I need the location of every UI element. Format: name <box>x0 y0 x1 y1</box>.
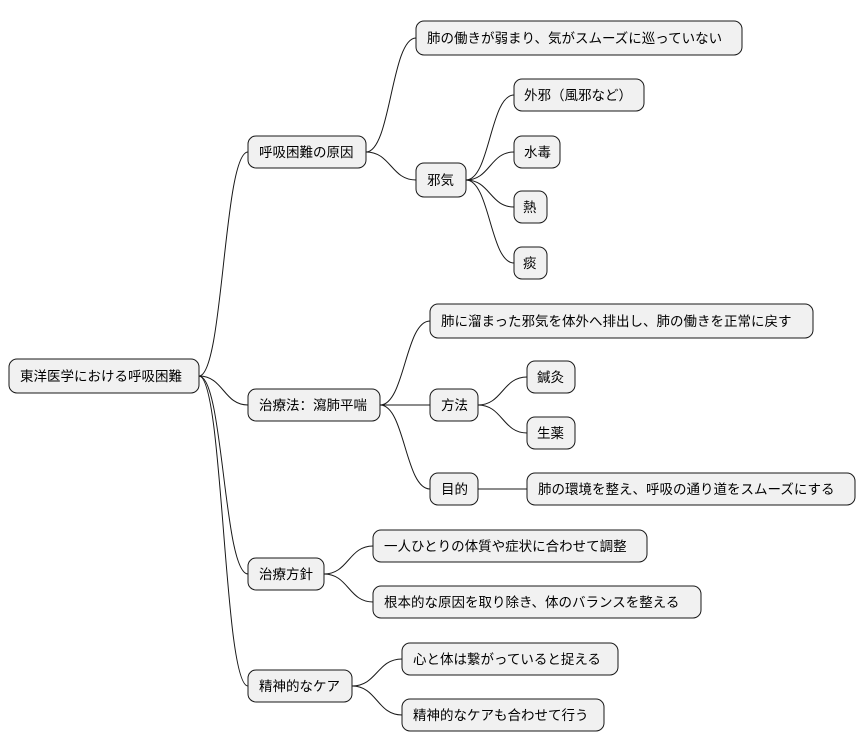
svg-text:方法: 方法 <box>441 398 468 414</box>
svg-text:心と体は繋がっていると捉える: 心と体は繋がっていると捉える <box>413 652 601 668</box>
svg-text:水毒: 水毒 <box>524 145 551 161</box>
node-treatment-policy: 治療方針 <box>247 557 325 591</box>
svg-text:精神的なケア: 精神的なケア <box>259 679 340 695</box>
connector-policy-individual <box>323 545 374 575</box>
node-mind-body: 心と体は繋がっていると捉える <box>401 642 619 676</box>
connector-causes-lung-qi <box>365 37 417 153</box>
connector-evil-qi <box>365 151 417 181</box>
node-treatment: 治療法：瀉肺平喘 <box>247 388 381 422</box>
svg-text:肺の働きが弱まり、気がスムーズに巡っていない: 肺の働きが弱まり、気がスムーズに巡っていない <box>427 31 722 47</box>
svg-text:呼吸困難の原因: 呼吸困難の原因 <box>259 145 354 161</box>
node-policy-individual: 一人ひとりの体質や症状に合わせて調整 <box>372 529 648 563</box>
svg-text:目的: 目的 <box>441 482 468 498</box>
node-evil-qi: 邪気 <box>415 162 467 198</box>
connector-lines <box>198 37 528 716</box>
connector-causes <box>198 151 249 377</box>
node-acupuncture: 鍼灸 <box>526 360 576 394</box>
svg-text:外邪（風邪など）: 外邪（風邪など） <box>524 88 632 104</box>
connector-acupuncture <box>477 376 528 406</box>
node-mental-care: 精神的なケア <box>247 669 353 703</box>
node-mental-care-together: 精神的なケアも合わせて行う <box>401 698 605 732</box>
node-goal-text: 肺の環境を整え、呼吸の通り道をスムーズにする <box>526 472 856 506</box>
svg-text:熱: 熱 <box>523 200 537 216</box>
svg-text:精神的なケアも合わせて行う: 精神的なケアも合わせて行う <box>413 708 589 724</box>
svg-text:痰: 痰 <box>523 256 537 272</box>
svg-text:生薬: 生薬 <box>537 426 564 442</box>
connector-treatment-purpose-text <box>379 320 431 406</box>
connector-phlegm <box>465 179 515 264</box>
svg-text:東洋医学における呼吸困難: 東洋医学における呼吸困難 <box>20 369 182 385</box>
node-causes-lung-qi: 肺の働きが弱まり、気がスムーズに巡っていない <box>415 20 743 56</box>
connector-water-toxin <box>465 151 515 181</box>
node-external-evil: 外邪（風邪など） <box>513 78 645 112</box>
svg-text:治療方針: 治療方針 <box>259 566 313 583</box>
svg-text:鍼灸: 鍼灸 <box>537 369 564 386</box>
node-heat: 熱 <box>513 190 548 224</box>
node-root: 東洋医学における呼吸困難 <box>8 358 200 394</box>
connector-treatment-policy <box>198 375 249 575</box>
node-method: 方法 <box>429 388 479 422</box>
connector-treatment <box>198 375 249 406</box>
node-goal: 目的 <box>429 472 479 506</box>
connector-heat <box>465 179 515 208</box>
svg-text:一人ひとりの体質や症状に合わせて調整: 一人ひとりの体質や症状に合わせて調整 <box>384 539 627 555</box>
svg-text:邪気: 邪気 <box>427 173 454 189</box>
connector-policy-root-cause <box>323 573 374 603</box>
svg-text:根本的な原因を取り除き、体のバランスを整える: 根本的な原因を取り除き、体のバランスを整える <box>384 595 679 611</box>
node-water-toxin: 水毒 <box>513 135 561 169</box>
svg-text:肺に溜まった邪気を体外へ排出し、肺の働きを正常に戻す: 肺に溜まった邪気を体外へ排出し、肺の働きを正常に戻す <box>441 314 791 330</box>
node-causes: 呼吸困難の原因 <box>247 135 367 169</box>
connector-external-evil <box>465 94 515 181</box>
node-policy-root-cause: 根本的な原因を取り除き、体のバランスを整える <box>372 585 702 619</box>
connector-goal <box>379 404 431 490</box>
node-treatment-purpose-text: 肺に溜まった邪気を体外へ排出し、肺の働きを正常に戻す <box>429 303 814 339</box>
svg-text:肺の環境を整え、呼吸の通り道をスムーズにする: 肺の環境を整え、呼吸の通り道をスムーズにする <box>538 482 834 498</box>
node-herbal-medicine: 生薬 <box>526 416 576 450</box>
svg-text:治療法：瀉肺平喘: 治療法：瀉肺平喘 <box>259 397 367 414</box>
connector-mental-care-together <box>351 685 403 716</box>
connector-herbal-medicine <box>477 404 528 434</box>
node-phlegm: 痰 <box>513 246 548 280</box>
connector-mental-care <box>198 375 249 687</box>
connector-mind-body <box>351 658 403 687</box>
